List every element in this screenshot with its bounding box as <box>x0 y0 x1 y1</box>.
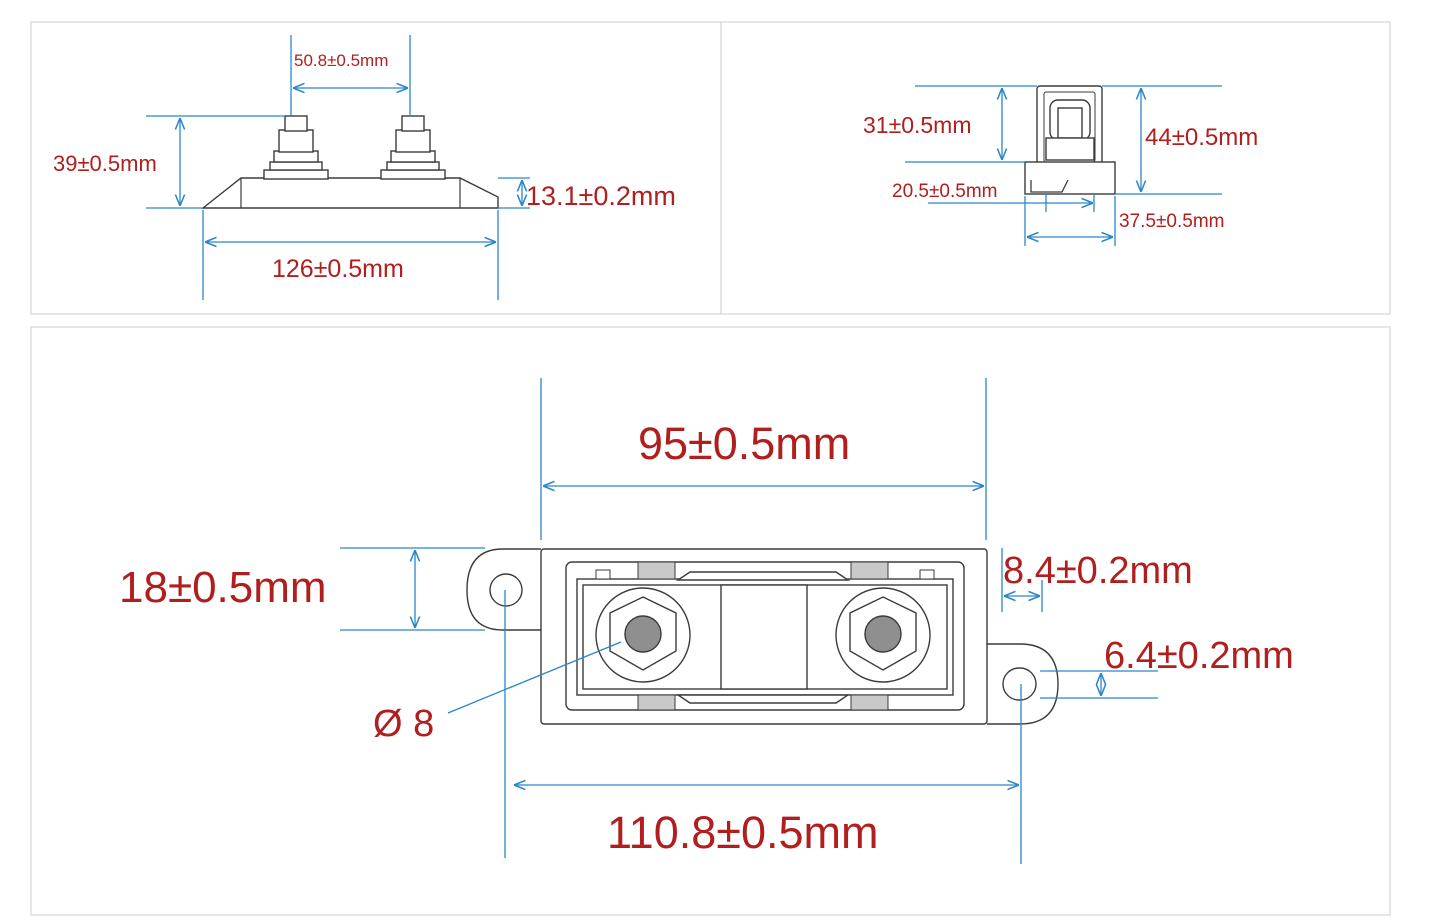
left-mounting-ear <box>466 548 541 631</box>
contact-pad <box>637 561 676 580</box>
contact-pad <box>850 694 889 711</box>
overall-height-label: 39±0.5mm <box>53 151 157 176</box>
slot-width-label: 20.5±0.5mm <box>892 181 997 202</box>
right-stud <box>380 115 446 180</box>
stud-height-label: 31±0.5mm <box>863 112 972 138</box>
end-view-drawing <box>1024 85 1116 195</box>
top-view-dimension-lines <box>340 378 1158 864</box>
top-stud-spacing-label: 95±0.5mm <box>638 418 850 469</box>
body-width-label: 37.5±0.5mm <box>1119 211 1224 232</box>
ear-offset-label: 8.4±0.2mm <box>1003 550 1193 592</box>
top-view-drawing <box>466 548 1059 725</box>
left-stud <box>263 115 329 180</box>
right-mounting-ear <box>987 643 1059 725</box>
contact-pad <box>637 694 676 711</box>
left-terminal <box>595 587 691 683</box>
hole-width-label: 6.4±0.2mm <box>1104 635 1294 677</box>
right-terminal <box>835 587 931 683</box>
side-view-panel <box>30 21 722 315</box>
total-height-label: 44±0.5mm <box>1145 124 1258 151</box>
side-view-dimension-lines <box>146 35 530 300</box>
stud-diameter-label: Ø 8 <box>373 703 434 745</box>
base-length-label: 126±0.5mm <box>272 255 404 283</box>
contact-pad <box>850 561 889 580</box>
base-height-label: 13.1±0.2mm <box>526 181 676 211</box>
mount-width-label: 18±0.5mm <box>119 563 327 612</box>
side-view-drawing <box>200 115 499 209</box>
stud-spacing-label: 50.8±0.5mm <box>294 51 388 70</box>
hole-spacing-label: 110.8±0.5mm <box>607 807 879 858</box>
end-view-dimension-lines <box>905 85 1222 246</box>
